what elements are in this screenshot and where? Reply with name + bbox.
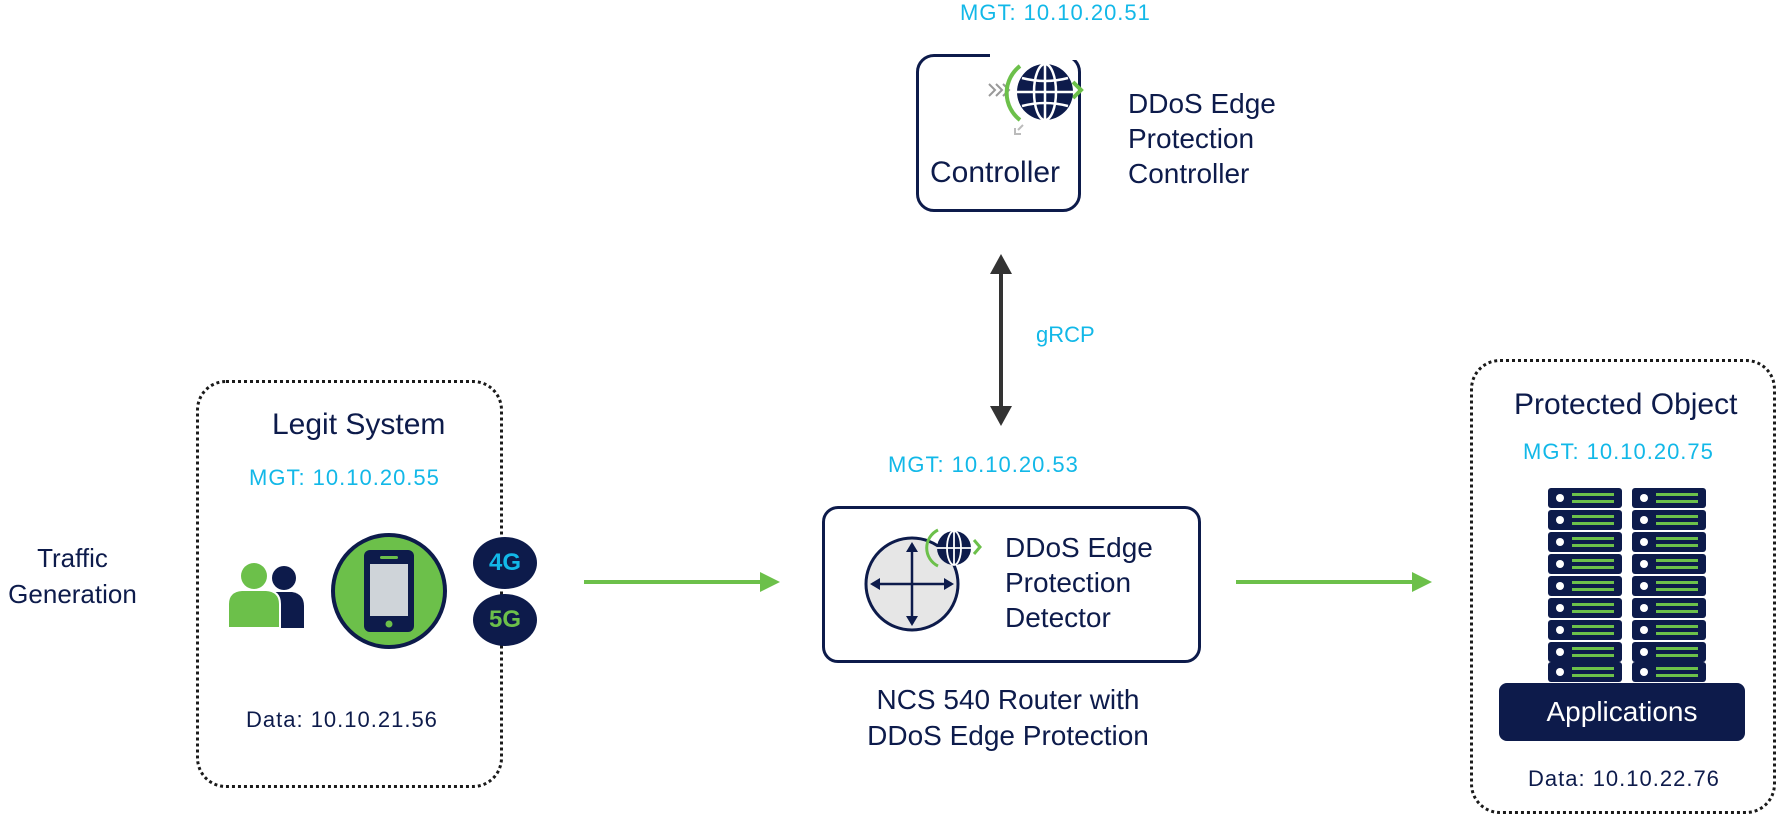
traffic-line: Traffic <box>37 543 108 573</box>
controller-mgt: MGT: 10.10.20.51 <box>960 0 1151 25</box>
controller-ddos-globe-icon <box>988 62 1084 135</box>
controller-box-label: Controller <box>930 156 1061 189</box>
badge-5g: 5G <box>473 594 537 646</box>
detector-title-line: Detector <box>1005 602 1111 633</box>
detector-caption-line: DDoS Edge Protection <box>867 720 1149 751</box>
applications-label: Applications <box>1499 683 1745 741</box>
controller-title-line: Protection <box>1128 123 1255 154</box>
traffic-line: Generation <box>8 579 137 609</box>
protected-object-data: Data: 10.10.22.76 <box>1528 766 1720 791</box>
detector-title-line: Protection <box>1005 567 1132 598</box>
legit-system-data: Data: 10.10.21.56 <box>246 707 438 732</box>
grcp-label: gRCP <box>1036 322 1095 347</box>
traffic-generation-label: Traffic Generation <box>0 540 145 612</box>
server-rack-icon <box>1548 488 1706 682</box>
traffic-arrow-to-protected <box>1236 572 1432 592</box>
users-icon <box>227 563 304 629</box>
detector-caption-line: NCS 540 Router with <box>876 684 1140 715</box>
protected-object-box <box>1470 359 1776 814</box>
badge-4g: 4G <box>473 537 537 589</box>
detector-ddos-globe-icon <box>925 528 982 568</box>
detector-title-line: DDoS Edge <box>1005 532 1153 563</box>
router-icon <box>864 536 960 632</box>
protected-object-title: Protected Object <box>1514 388 1738 421</box>
detector-title: DDoS Edge Protection Detector <box>1005 530 1153 635</box>
detector-caption: NCS 540 Router with DDoS Edge Protection <box>812 682 1204 754</box>
controller-title-line: Controller <box>1128 158 1250 189</box>
mobile-phone-icon <box>331 533 447 649</box>
legit-system-title: Legit System <box>272 408 446 441</box>
controller-title: DDoS Edge Protection Controller <box>1128 86 1276 191</box>
controller-title-line: DDoS Edge <box>1128 88 1276 119</box>
detector-mgt: MGT: 10.10.20.53 <box>888 452 1079 477</box>
protected-object-mgt: MGT: 10.10.20.75 <box>1523 439 1714 464</box>
legit-system-mgt: MGT: 10.10.20.55 <box>249 465 440 490</box>
traffic-arrow-to-detector <box>584 572 780 592</box>
grcp-double-arrow <box>990 254 1012 426</box>
